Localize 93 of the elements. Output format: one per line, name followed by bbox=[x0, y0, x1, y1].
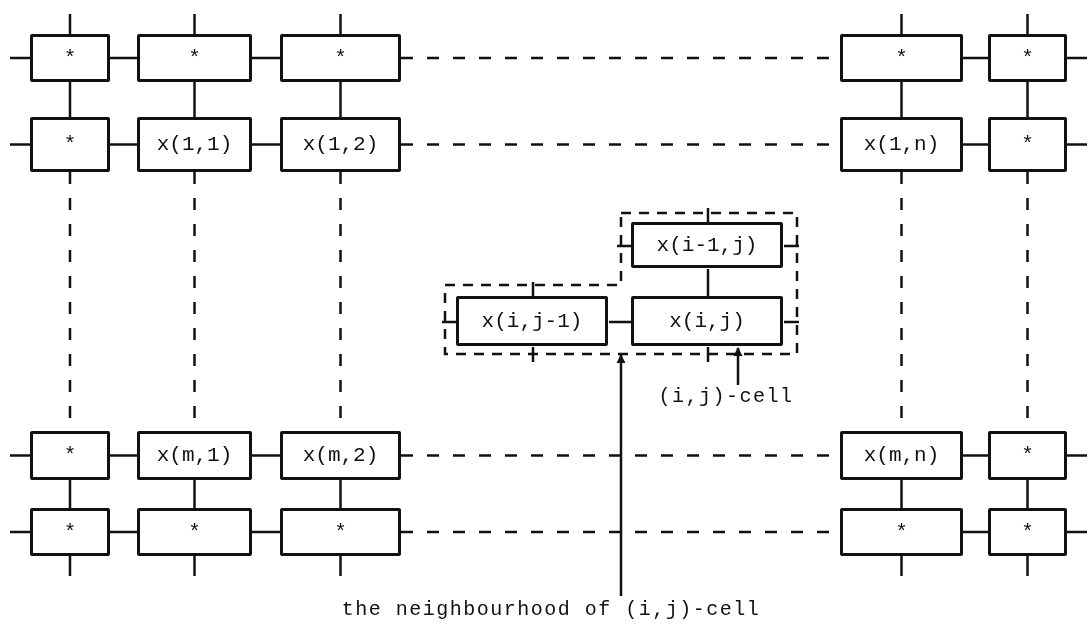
stub-line bbox=[900, 14, 903, 34]
cell-label: x(1,n) bbox=[863, 133, 940, 156]
cell-label: x(i,j) bbox=[669, 309, 745, 333]
connector-line bbox=[110, 56, 137, 60]
cell-box bbox=[988, 431, 1067, 480]
cell-box bbox=[280, 508, 401, 556]
cell-box bbox=[840, 117, 963, 172]
stub-line bbox=[10, 56, 30, 60]
stub-line bbox=[68, 14, 72, 34]
cell-label: * bbox=[334, 520, 347, 544]
connector-line bbox=[339, 480, 342, 508]
cell-box bbox=[30, 117, 110, 172]
connector-line bbox=[1026, 82, 1029, 117]
connector-line bbox=[963, 143, 988, 146]
connector-line bbox=[963, 530, 988, 534]
cell-label: * bbox=[1021, 444, 1034, 467]
stub-line bbox=[339, 556, 342, 576]
cell-label: x(i-1,j) bbox=[656, 233, 758, 257]
cell-label: x(m,n) bbox=[863, 444, 940, 467]
stub-line bbox=[193, 556, 196, 576]
cell-box bbox=[988, 117, 1067, 172]
cell-box bbox=[137, 508, 252, 556]
cell-box bbox=[30, 34, 110, 82]
stub-line bbox=[1026, 14, 1029, 34]
cell-box bbox=[137, 117, 252, 172]
cell-box bbox=[840, 508, 963, 556]
connector-line bbox=[963, 454, 988, 457]
stub-line bbox=[1026, 556, 1029, 576]
cell-box bbox=[280, 117, 401, 172]
cell-box bbox=[30, 431, 110, 480]
connector-line bbox=[900, 82, 903, 117]
stub-line bbox=[339, 14, 342, 34]
connector-line bbox=[110, 454, 137, 457]
cell-label: * bbox=[63, 444, 77, 467]
connector-line bbox=[110, 530, 137, 534]
cell-box bbox=[631, 222, 783, 268]
connector-line bbox=[339, 82, 342, 117]
cell-label: * bbox=[63, 520, 77, 544]
connector-line bbox=[193, 480, 196, 508]
connector-line bbox=[68, 82, 72, 117]
connector-line bbox=[252, 530, 280, 534]
connector-line bbox=[252, 56, 280, 60]
stub-line bbox=[1067, 143, 1087, 146]
cell-box bbox=[280, 34, 401, 82]
cell-box bbox=[137, 34, 252, 82]
cell-box bbox=[456, 296, 608, 346]
stub-line bbox=[68, 556, 72, 576]
cell-box bbox=[137, 431, 252, 480]
stub-line bbox=[900, 556, 903, 576]
connector-line bbox=[193, 82, 196, 117]
connector-line bbox=[68, 480, 72, 508]
stub-line bbox=[1067, 56, 1087, 60]
leader-arrow bbox=[733, 347, 743, 385]
stub-line bbox=[193, 14, 196, 34]
stub-line bbox=[1067, 530, 1087, 534]
cell-label: * bbox=[188, 46, 201, 70]
annotation-text: (i,j)-cell bbox=[636, 385, 816, 407]
cell-label: * bbox=[63, 133, 77, 156]
cell-box bbox=[280, 431, 401, 480]
stub-line bbox=[10, 454, 30, 457]
connector-line bbox=[110, 143, 137, 146]
cell-label: * bbox=[334, 46, 347, 70]
cell-label: x(i,j-1) bbox=[481, 309, 583, 333]
cell-label: x(m,2) bbox=[302, 444, 379, 467]
stub-line bbox=[10, 143, 30, 146]
cell-label: x(1,1) bbox=[156, 133, 233, 156]
connector-line bbox=[1026, 480, 1029, 508]
cell-box bbox=[988, 508, 1067, 556]
stub-line bbox=[10, 530, 30, 534]
cell-box bbox=[840, 431, 963, 480]
cell-box bbox=[631, 296, 783, 346]
connector-line bbox=[252, 143, 280, 146]
cell-label: x(1,2) bbox=[302, 133, 379, 156]
cell-label: * bbox=[63, 46, 77, 70]
cell-label: * bbox=[1021, 520, 1034, 544]
connector-line bbox=[963, 56, 988, 60]
cell-label: * bbox=[1021, 133, 1034, 156]
cell-label: * bbox=[895, 46, 908, 70]
neighbourhood-outline bbox=[445, 213, 797, 354]
stub-line bbox=[1067, 454, 1087, 457]
cell-label: * bbox=[1021, 46, 1034, 70]
cell-label: * bbox=[895, 520, 908, 544]
annotation-text: the neighbourhood of (i,j)-cell bbox=[296, 596, 806, 622]
connector-line bbox=[252, 454, 280, 457]
leader-arrow bbox=[616, 354, 626, 596]
cell-box bbox=[30, 508, 110, 556]
connector-line bbox=[900, 480, 903, 508]
connector-line bbox=[706, 269, 710, 297]
cell-label: x(m,1) bbox=[156, 444, 233, 467]
cell-box bbox=[988, 34, 1067, 82]
cell-box bbox=[840, 34, 963, 82]
cell-label: * bbox=[188, 520, 201, 544]
connector-line bbox=[609, 320, 632, 324]
